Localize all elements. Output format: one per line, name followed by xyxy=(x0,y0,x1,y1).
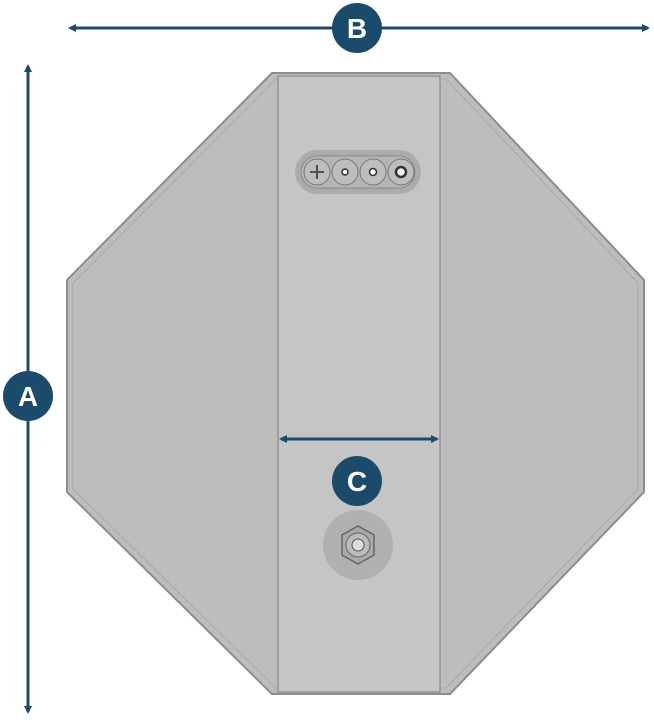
speaker-body xyxy=(66,72,645,695)
label-a-badge xyxy=(3,371,53,421)
plus-symbol: + xyxy=(0,0,1,1)
label-c: C xyxy=(347,466,367,497)
mount-nut-icon xyxy=(323,510,393,580)
dimension-c: C xyxy=(279,435,439,506)
label-b: B xyxy=(347,13,367,44)
connector-panel: + xyxy=(0,0,421,194)
label-a: A xyxy=(18,381,38,412)
label-c-badge xyxy=(332,456,382,506)
label-b-badge xyxy=(332,3,382,53)
dimension-a: A xyxy=(3,64,53,714)
dimension-b: B xyxy=(68,3,650,53)
